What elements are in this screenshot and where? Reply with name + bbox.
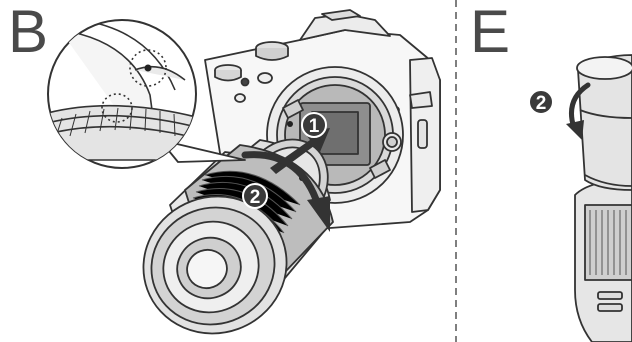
lens-with-hood	[574, 54, 632, 342]
rotate-arrow	[241, 151, 322, 209]
step-1-number: 1	[309, 116, 320, 137]
lens	[142, 138, 334, 335]
step-2-badge-b: 2	[242, 183, 268, 209]
rotate-arrow-head	[307, 196, 330, 232]
step-1-badge: 1	[301, 112, 327, 138]
detail-inset	[47, 19, 246, 169]
step-2-number-e: 2	[536, 93, 547, 114]
panel-e-label: E	[470, 0, 511, 65]
step-2-badge-e: 2	[528, 89, 554, 115]
step-2-number-b: 2	[250, 187, 261, 208]
rotate-hood-arrow-head	[566, 120, 584, 140]
panel-b-label: B	[8, 0, 49, 65]
